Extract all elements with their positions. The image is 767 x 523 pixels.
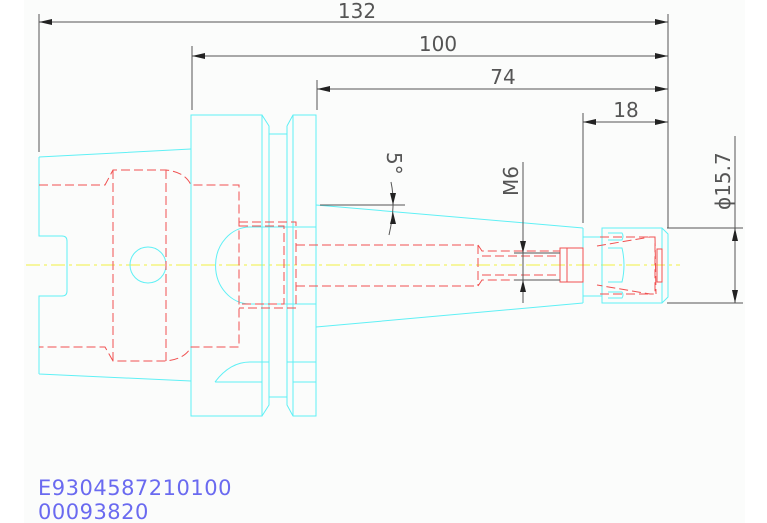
part-number: E9304587210100 <box>38 476 232 500</box>
dim-text-diameter: ϕ15.7 <box>711 152 735 210</box>
dimension-132: 132 <box>38 0 669 228</box>
dim-text-overall: 132 <box>338 0 376 23</box>
dimension-diameter: ϕ15.7 <box>667 136 743 304</box>
dimension-18: 18 <box>582 98 668 223</box>
dimension-100: 100 <box>191 32 668 110</box>
drawing-sheet <box>24 0 745 523</box>
dimension-angle: 5° <box>320 152 406 236</box>
order-code: 00093820 <box>38 500 149 523</box>
dim-text-gauge: 100 <box>419 32 457 56</box>
dim-text-taper: 74 <box>490 65 515 89</box>
dim-text-thread: M6 <box>499 166 523 196</box>
dim-text-angle: 5° <box>382 152 406 175</box>
dimension-74: 74 <box>316 65 668 110</box>
dim-text-nut-length: 18 <box>613 98 638 122</box>
internal-bore <box>39 169 663 362</box>
dimension-thread: M6 <box>499 162 560 303</box>
